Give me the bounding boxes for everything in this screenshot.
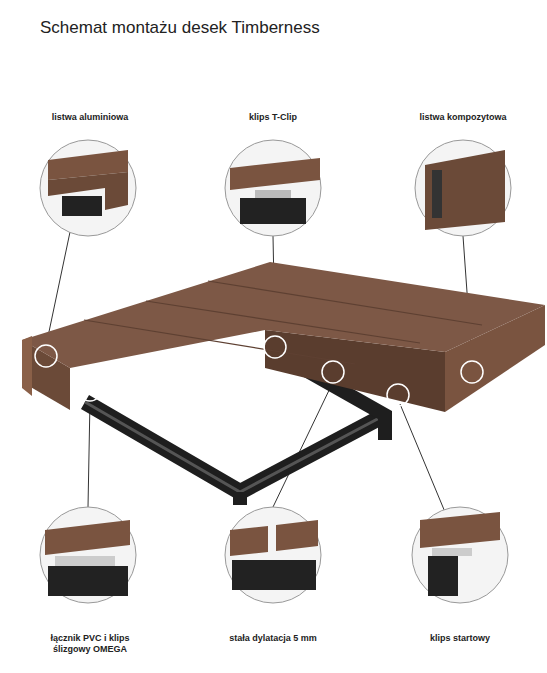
detail-markers (35, 336, 483, 406)
diagram-title: Schemat montażu desek Timberness (40, 18, 320, 38)
deck-boards (22, 262, 545, 412)
part-label: listwa aluminiowa (50, 112, 131, 123)
part-label: klips T-Clip (247, 112, 299, 123)
part-label: listwa kompozytowa (417, 112, 508, 123)
part-label: klips startowy (428, 633, 492, 644)
detail-circles (40, 140, 511, 603)
part-label: stała dylatacja 5 mm (227, 633, 319, 644)
part-label: łącznik PVC i klips ślizgowy OMEGA (33, 633, 147, 656)
